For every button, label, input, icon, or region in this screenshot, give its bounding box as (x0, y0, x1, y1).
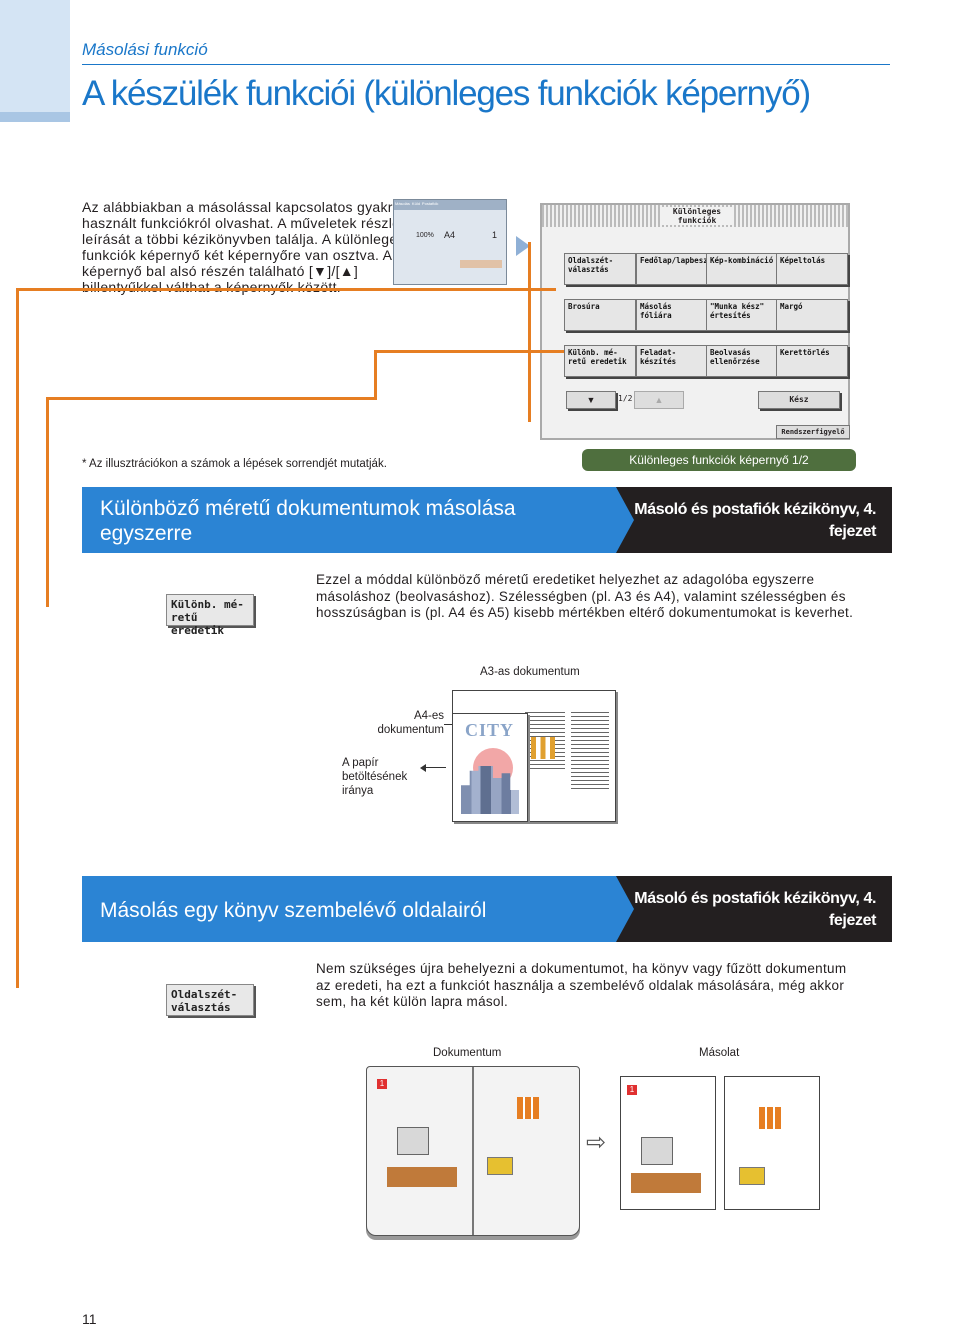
section1-header: Különböző méretű dokumentumok másolása e… (82, 487, 642, 553)
label-paper-direction: A papír betöltésének iránya (342, 757, 408, 797)
screen-title: Különleges funkciók (662, 207, 732, 225)
btn-beolvasas[interactable]: Beolvasás ellenőrzése (706, 345, 778, 377)
arrow-icon (516, 236, 530, 256)
section2-header: Másolás egy könyv szembelévő oldalairól (82, 876, 642, 942)
btn-kulonb-meretu[interactable]: Különb. mé-retű eredetik (564, 345, 636, 377)
done-button[interactable]: Kész (758, 391, 840, 409)
key-oldalszet: Oldalszét-választás (166, 984, 254, 1016)
open-book: 1 (366, 1066, 580, 1236)
system-monitor-button[interactable]: Rendszerfigyelő (776, 425, 850, 439)
btn-brosura[interactable]: Brosúra (564, 299, 636, 331)
label-copy: Másolat (699, 1047, 740, 1059)
city-skyline (461, 766, 519, 814)
mini-screen: Másolás Küld Postafiók 100% A4 1 (393, 199, 507, 285)
copy-page-left: 1 (620, 1076, 716, 1210)
section1-ref: Másoló és postafiók kézikönyv, 4. fejeze… (616, 487, 892, 553)
page-marker: 1 (377, 1079, 387, 1089)
label-a4: A4-es dokumentum (377, 710, 444, 736)
section2-body: Nem szükséges újra behelyezni a dokument… (316, 961, 847, 1009)
page-indicator: 1/2 (618, 394, 633, 403)
page-up-button[interactable]: ▲ (634, 391, 684, 409)
mini-tab-send: Küld (411, 201, 420, 206)
btn-kerettorles[interactable]: Kerettörlés (776, 345, 848, 377)
section1-body: Ezzel a móddal különböző méretű eredetik… (316, 572, 854, 620)
page-title: A készülék funkciói (különleges funkciók… (82, 74, 811, 113)
btn-fedolap[interactable]: Fedőlap/lapbeszúrás (636, 253, 726, 285)
desk-graphic (387, 1167, 457, 1187)
header-rule (82, 64, 890, 65)
sidebar-band (0, 0, 70, 112)
mini-tab-mailbox: Postafiók (421, 201, 439, 206)
section2-ref-text: Másoló és postafiók kézikönyv, 4. fejeze… (634, 890, 876, 929)
bar-graphic (531, 737, 555, 759)
key-kulonb-meretu: Különb. mé-retű eredetik (166, 594, 254, 637)
label-document: Dokumentum (433, 1047, 502, 1059)
footnote: * Az illusztrációkon a számok a lépések … (82, 458, 387, 470)
label-a3: A3-as dokumentum (480, 666, 580, 678)
computer-graphic (397, 1127, 429, 1155)
btn-munka-kesz[interactable]: "Munka kész" értesítés (706, 299, 778, 331)
screen-caption: Különleges funkciók képernyő 1/2 (582, 449, 856, 471)
mini-count: 1 (492, 230, 498, 240)
btn-kepeltolas[interactable]: Képeltolás (776, 253, 848, 285)
org-chart-graphic (517, 1097, 539, 1119)
page-down-button[interactable]: ▼ (566, 391, 616, 409)
mini-zoom: 100% (416, 232, 434, 239)
section2-title: Másolás egy könyv szembelévő oldalairól (100, 899, 487, 922)
btn-folia[interactable]: Másolás fóliára (636, 299, 708, 331)
mini-tab-copy: Másolás (395, 201, 410, 206)
btn-margo[interactable]: Margó (776, 299, 848, 331)
btn-oldalszet[interactable]: Oldalszét-választás (564, 253, 636, 285)
section1-ref-text: Másoló és postafiók kézikönyv, 4. fejeze… (634, 501, 876, 540)
a4-document: CITY (452, 713, 528, 822)
section1-title: Különböző méretű dokumentumok másolása e… (100, 497, 516, 545)
copy-page-marker: 1 (627, 1085, 637, 1095)
chart-graphic (487, 1157, 513, 1175)
page-number: 11 (82, 1311, 97, 1327)
city-logo: CITY (465, 720, 515, 740)
sidebar-band-accent (0, 112, 70, 122)
section2-ref: Másoló és postafiók kézikönyv, 4. fejeze… (616, 876, 892, 942)
special-functions-screen: Különleges funkciók Oldalszét-választás … (540, 203, 850, 440)
btn-kepkombinacio[interactable]: Kép-kombináció (706, 253, 778, 285)
intro-text: Az alábbiakban a másolással kapcsolatos … (82, 199, 420, 295)
arrow-left-icon (420, 764, 426, 772)
btn-feladatkeszites[interactable]: Feladat-készítés (636, 345, 708, 377)
arrow-right-icon: ⇨ (586, 1129, 607, 1156)
copy-page-right (724, 1076, 820, 1210)
section-kicker: Másolási funkció (82, 40, 208, 59)
mini-paper: A4 (444, 230, 456, 240)
